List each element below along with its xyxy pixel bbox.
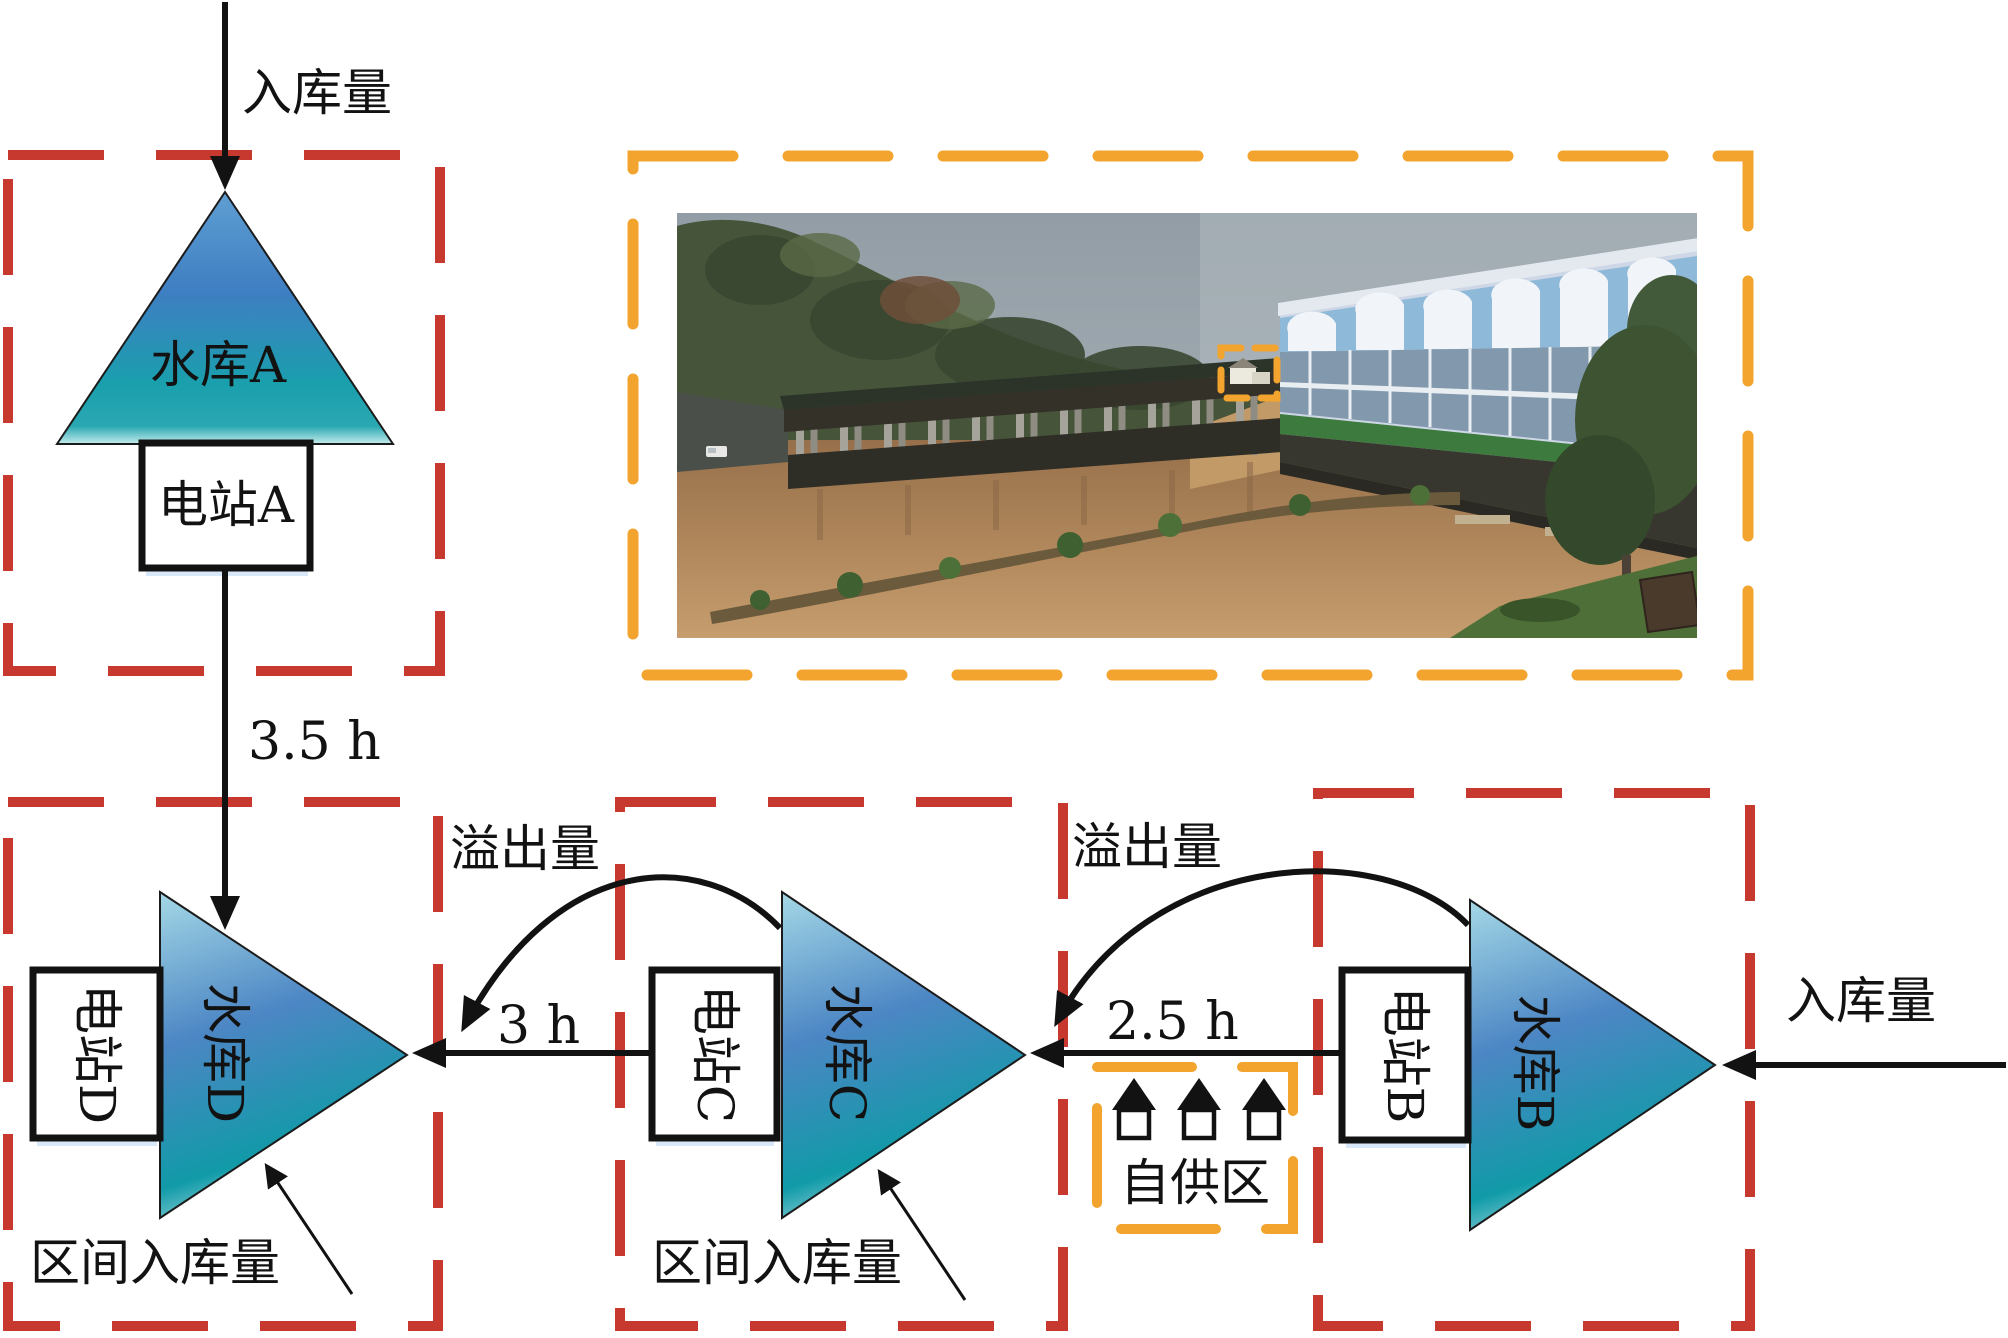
- system-b-box: [1313, 788, 1755, 1331]
- lag-b-to-c-label: 2.5 h: [1106, 992, 1239, 1052]
- photo-boom: [710, 485, 1460, 624]
- station-b-label: 电站B: [1376, 986, 1434, 1124]
- house-icon: [1242, 1078, 1286, 1141]
- reservoir-a-triangle: [55, 190, 395, 445]
- reservoir-c-triangle: [781, 890, 1027, 1220]
- interval-inflow-c-arrow: [877, 1169, 967, 1301]
- station-d-label: 电站D: [68, 983, 126, 1125]
- station-a-label: 电站A: [157, 476, 295, 534]
- photo-tree: [1545, 275, 1697, 625]
- photo-frame-box: [627, 150, 1754, 681]
- interval-inflow-d-label: 区间入库量: [30, 1234, 280, 1292]
- house-icon: [1112, 1078, 1156, 1141]
- reservoir-d-label: 水库D: [196, 982, 254, 1124]
- interval-inflow-c-label: 区间入库量: [652, 1234, 902, 1292]
- station-c-label: 电站C: [686, 984, 744, 1124]
- lag-a-to-d-label: 3.5 h: [248, 712, 381, 772]
- self-supply-label: 自供区: [1120, 1154, 1270, 1212]
- reservoir-b-label: 水库B: [1506, 994, 1564, 1132]
- photo-highlight-box: [1217, 344, 1281, 402]
- spill-b-label: 溢出量: [1072, 818, 1222, 876]
- reservoir-a-label: 水库A: [150, 336, 287, 394]
- spill-c-curve-arrow: [461, 874, 783, 1033]
- inflow-a-label: 入库量: [242, 64, 392, 122]
- reservoir-c-label: 水库C: [818, 983, 876, 1123]
- photo-grass: [1450, 556, 1697, 638]
- spill-b-curve-arrow: [1054, 868, 1471, 1028]
- self-supply-box: [1092, 1062, 1298, 1234]
- photo-left-bank: [677, 392, 788, 472]
- system-c-box: [615, 797, 1068, 1331]
- lag-c-to-d-label: 3 h: [497, 996, 581, 1056]
- photo-village-houses: [1228, 358, 1270, 384]
- interval-inflow-d-arrow: [264, 1163, 354, 1295]
- station-a-box: [138, 439, 314, 572]
- photo-weir: [780, 358, 1282, 540]
- house-icon: [1177, 1078, 1221, 1141]
- station-d-box: [29, 966, 164, 1142]
- station-c-box: [648, 966, 781, 1142]
- spill-c-label: 溢出量: [450, 820, 600, 878]
- inflow-b-label: 入库量: [1786, 972, 1936, 1030]
- dam-photo: [677, 213, 1697, 638]
- station-b-box: [1338, 966, 1472, 1144]
